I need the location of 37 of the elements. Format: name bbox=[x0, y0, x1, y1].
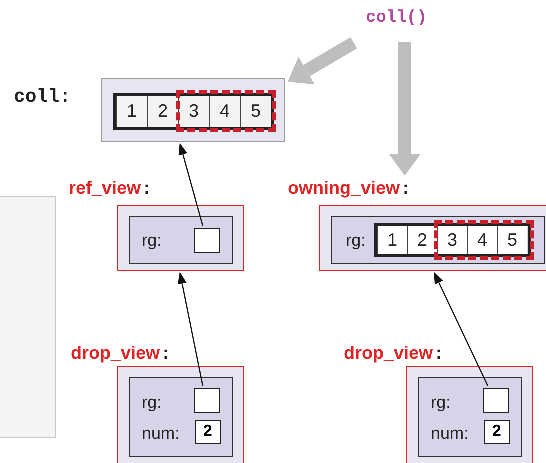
field-label: rg: bbox=[142, 232, 162, 249]
array-element: 4 bbox=[467, 226, 497, 254]
value-slot: 2 bbox=[484, 420, 510, 444]
range-box bbox=[129, 216, 233, 264]
field-label: rg: bbox=[346, 232, 366, 249]
array-element: 1 bbox=[377, 226, 407, 254]
range-box bbox=[418, 377, 522, 457]
variable-label: coll: bbox=[14, 88, 72, 107]
array-element: 5 bbox=[497, 226, 527, 254]
array-element: 1 bbox=[116, 96, 147, 127]
pointer-arrow bbox=[434, 272, 489, 386]
array-element: 2 bbox=[147, 96, 178, 127]
pointer-arrow bbox=[178, 272, 204, 386]
value-slot bbox=[194, 388, 220, 413]
array-element: 2 bbox=[407, 226, 437, 254]
array-element: 4 bbox=[209, 96, 240, 127]
block-arrow bbox=[389, 42, 421, 176]
block-arrow bbox=[288, 37, 358, 85]
field-label: num: bbox=[142, 425, 180, 442]
field-label: rg: bbox=[431, 394, 451, 411]
value-slot bbox=[194, 228, 220, 253]
value-slot: 2 bbox=[195, 420, 221, 444]
variable-label: drop_view: bbox=[71, 344, 170, 362]
pointer-arrow bbox=[178, 143, 204, 226]
field-label: rg: bbox=[142, 394, 162, 411]
range-box bbox=[129, 377, 233, 457]
array-element: 5 bbox=[240, 96, 271, 127]
range-box bbox=[331, 216, 545, 264]
field-label: num: bbox=[431, 425, 469, 442]
variable-label: owning_view: bbox=[288, 179, 410, 197]
function-call-label: coll() bbox=[366, 8, 456, 30]
value-slot bbox=[483, 388, 509, 413]
array-element: 3 bbox=[437, 226, 467, 254]
variable-label: drop_view: bbox=[344, 344, 442, 362]
variable-label: ref_view: bbox=[69, 179, 150, 197]
array-element: 3 bbox=[178, 96, 209, 127]
side-panel bbox=[0, 196, 56, 438]
